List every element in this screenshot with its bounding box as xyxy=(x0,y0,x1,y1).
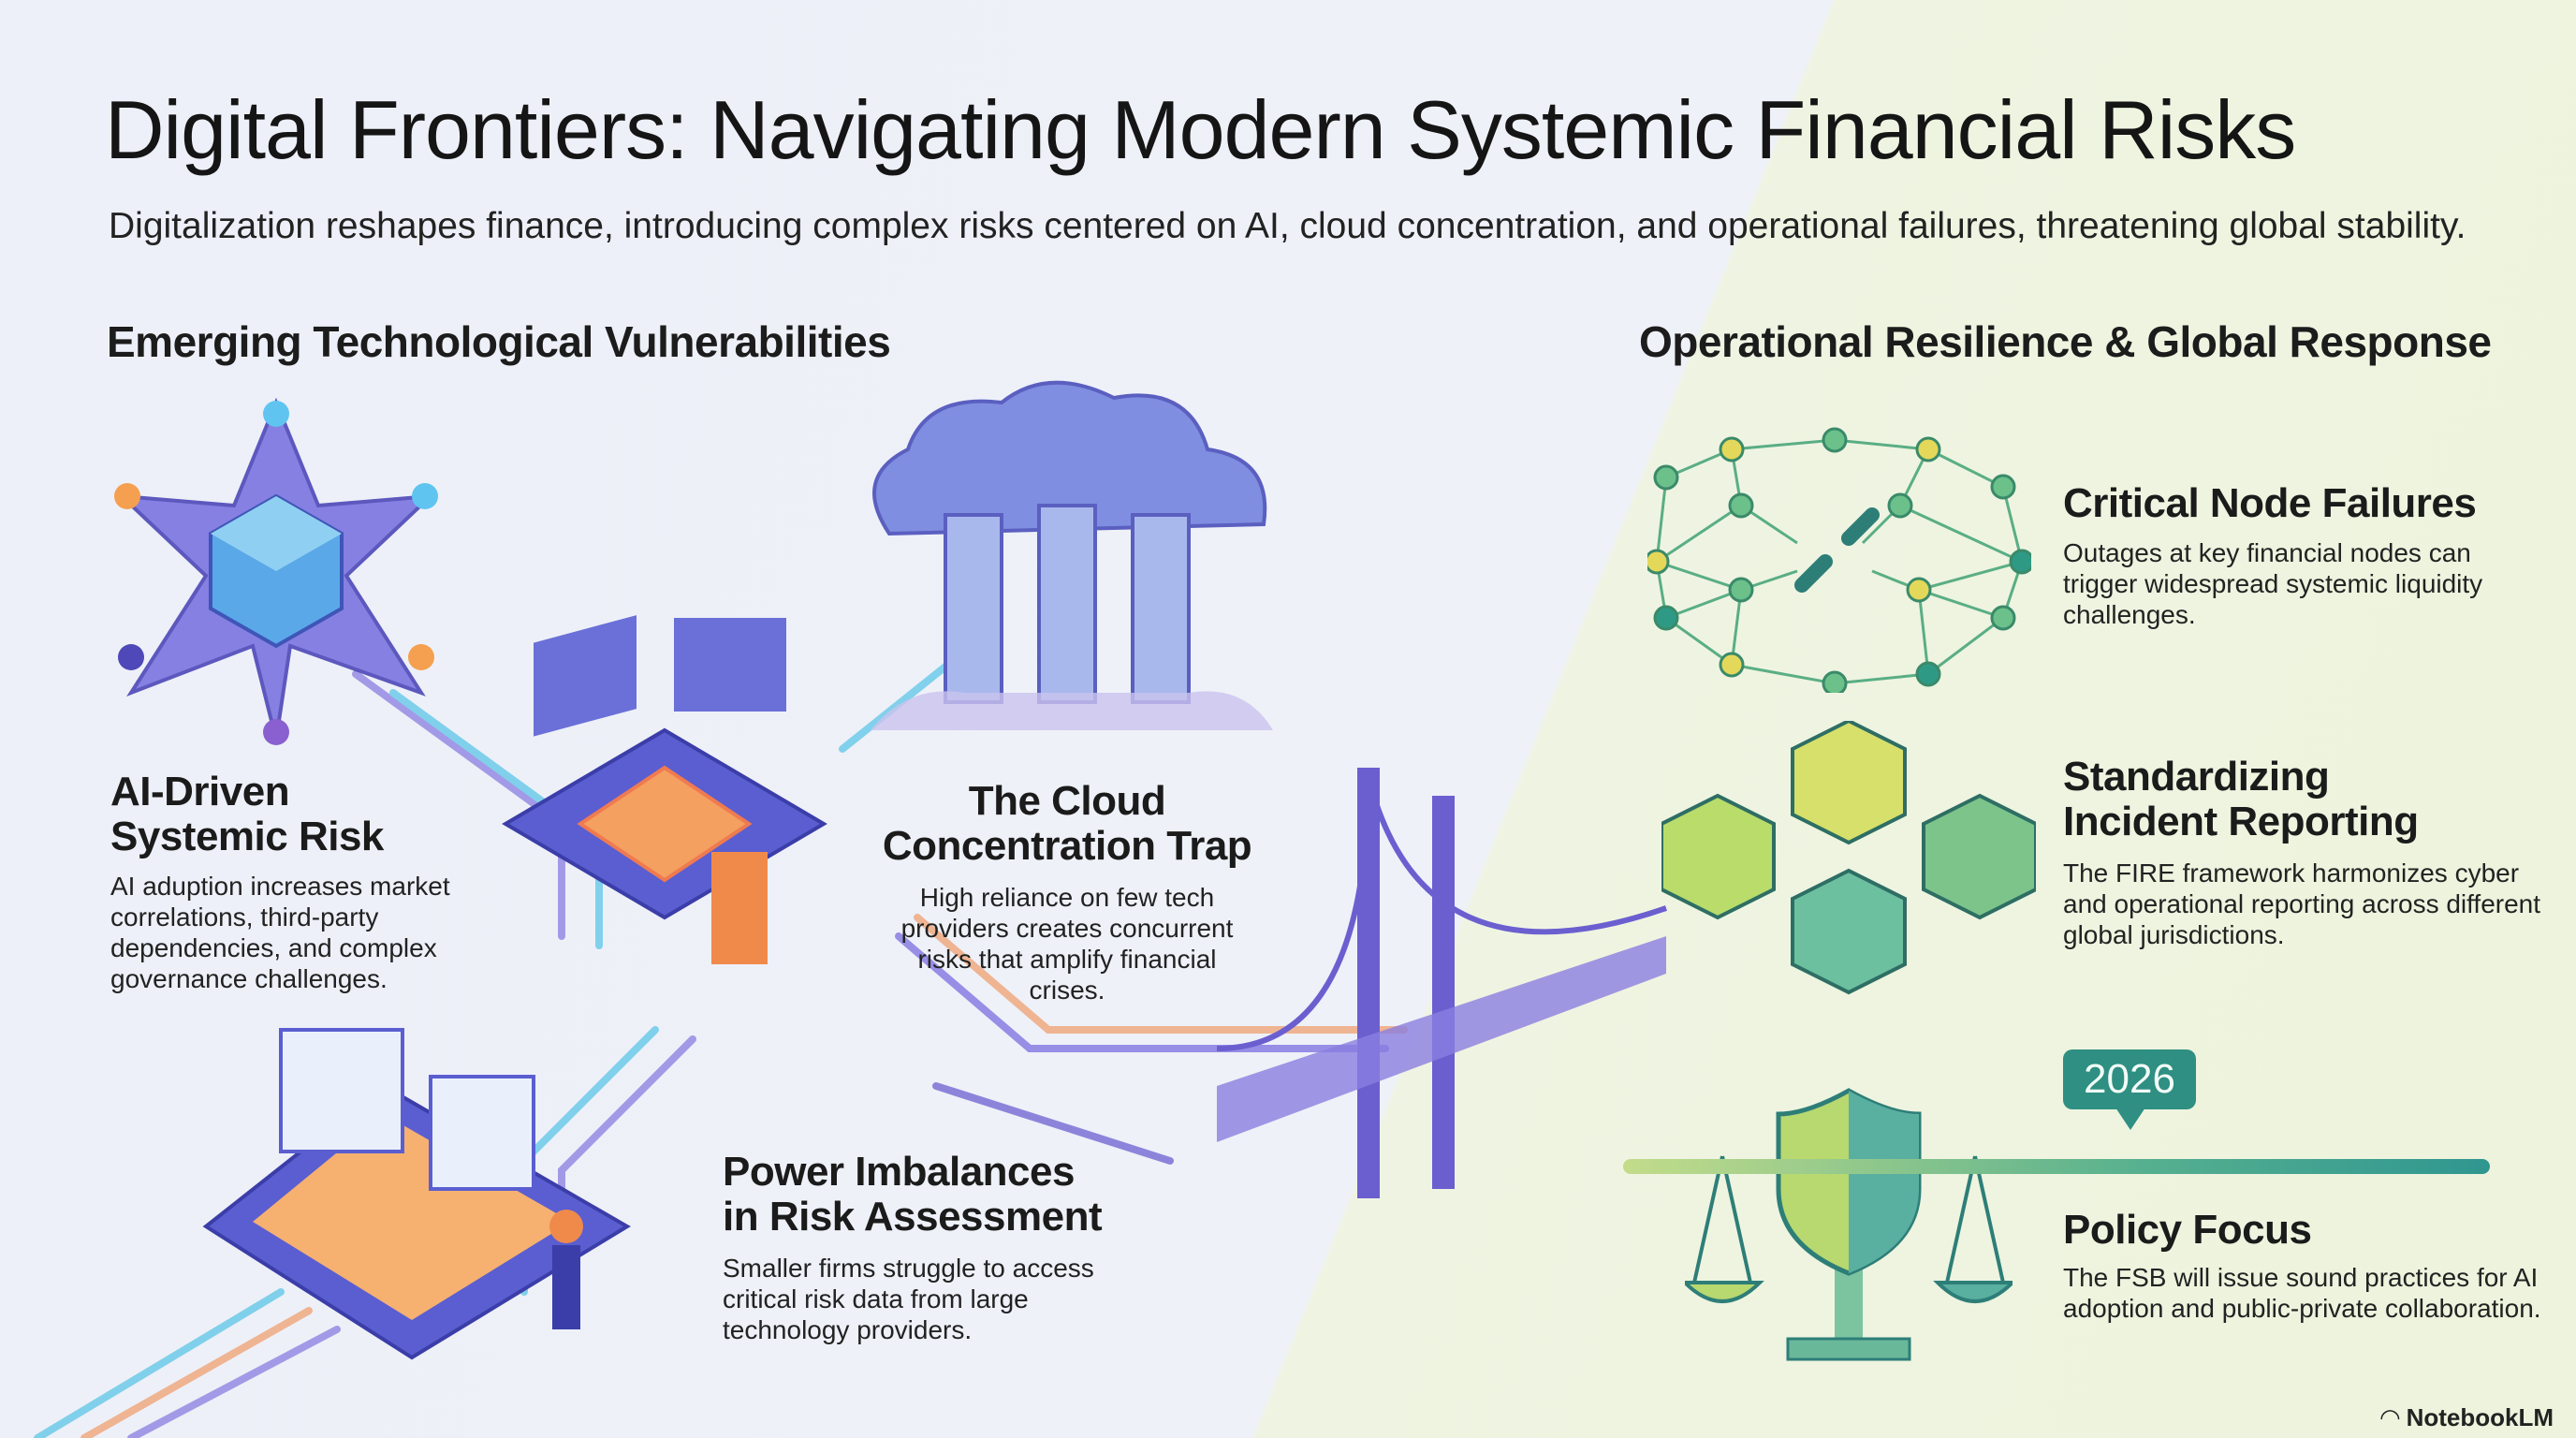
cloud-pillars-icon xyxy=(871,380,1273,730)
power-title-line1: Power Imbalances xyxy=(723,1149,1075,1195)
broken-link-network-icon xyxy=(1647,427,2031,693)
ai-chip-platform-icon xyxy=(502,615,827,964)
power-body: Smaller firms struggle to access critica… xyxy=(723,1254,1094,1344)
brand-label: NotebookLM xyxy=(2406,1403,2554,1431)
critical-node-title: Critical Node Failures xyxy=(2063,480,2477,526)
policy-timeline xyxy=(1623,1159,2490,1174)
critical-node-block: Critical Node Failures Outages at key fi… xyxy=(2063,481,2550,630)
policy-body: The FSB will issue sound practices for A… xyxy=(2063,1263,2541,1323)
cloud-title-line1: The Cloud xyxy=(968,778,1166,824)
power-imbalances-block: Power Imbalances in Risk Assessment Smal… xyxy=(723,1150,1125,1345)
page-title: Digital Frontiers: Navigating Modern Sys… xyxy=(105,83,2296,176)
linked-cubes-icon xyxy=(1661,721,2036,995)
cloud-body: High reliance on few tech providers crea… xyxy=(900,883,1234,1005)
incident-title-line1: Standardizing xyxy=(2063,754,2330,800)
notebooklm-brand: ◠ NotebookLM xyxy=(2380,1403,2554,1432)
right-section-heading: Operational Resilience & Global Response xyxy=(1639,317,2492,366)
power-title-line2: in Risk Assessment xyxy=(723,1194,1103,1240)
left-section-heading: Emerging Technological Vulnerabilities xyxy=(107,317,891,366)
critical-node-body: Outages at key financial nodes can trigg… xyxy=(2063,538,2483,629)
ai-risk-title-line1: AI-Driven xyxy=(110,769,290,814)
policy-title: Policy Focus xyxy=(2063,1207,2312,1253)
data-platform-icon xyxy=(202,1028,631,1360)
incident-body: The FIRE framework harmonizes cyber and … xyxy=(2063,858,2541,949)
incident-reporting-block: Standardizing Incident Reporting The FIR… xyxy=(2063,755,2559,950)
bridge-icon xyxy=(1217,768,1667,1198)
incident-title-line2: Incident Reporting xyxy=(2063,799,2419,844)
ai-systemic-risk-block: AI-Driven Systemic Risk AI aduption incr… xyxy=(110,770,485,994)
cloud-title-line2: Concentration Trap xyxy=(882,823,1252,869)
shield-scales-icon xyxy=(1685,1088,2012,1361)
year-badge: 2026 xyxy=(2063,1049,2196,1130)
ai-risk-body: AI aduption increases market correlation… xyxy=(110,872,450,993)
cloud-concentration-block: The Cloud Concentration Trap High relian… xyxy=(871,779,1264,1005)
notebooklm-logo-icon: ◠ xyxy=(2380,1403,2407,1431)
ai-risk-title-line2: Systemic Risk xyxy=(110,814,384,859)
page-subtitle: Digitalization reshapes finance, introdu… xyxy=(109,206,2466,246)
ai-polyhedron-icon xyxy=(114,397,438,745)
policy-focus-block: Policy Focus The FSB will issue sound pr… xyxy=(2063,1208,2550,1324)
